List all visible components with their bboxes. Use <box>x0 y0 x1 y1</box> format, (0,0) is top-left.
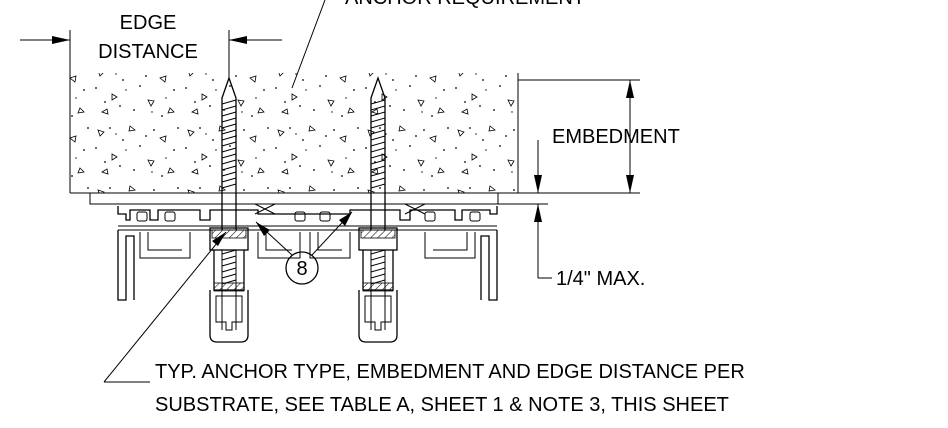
shim-plate <box>89 192 499 205</box>
anchor-right <box>358 76 398 343</box>
anchor-left <box>209 76 249 343</box>
anchor-requirement-label: ANCHOR REQUIREMENT <box>345 0 585 9</box>
note-line-2: SUBSTRATE, SEE TABLE A, SHEET 1 & NOTE 3… <box>155 394 729 416</box>
embedment-dimension: EMBEDMENT <box>518 79 680 194</box>
edge-distance-label-line1: EDGE <box>120 12 177 34</box>
concrete-substrate <box>69 73 519 194</box>
edge-distance-dimension: EDGE DISTANCE <box>20 12 282 78</box>
max-gap-dimension: 1/4" MAX. <box>498 140 645 290</box>
anchor-note: TYP. ANCHOR TYPE, EMBEDMENT AND EDGE DIS… <box>155 361 745 416</box>
callout-number: 8 <box>296 258 307 280</box>
max-gap-label: 1/4" MAX. <box>556 268 645 290</box>
embedment-label: EMBEDMENT <box>552 126 680 148</box>
edge-distance-label-line2: DISTANCE <box>98 41 198 63</box>
note-leader <box>103 231 227 383</box>
note-line-1: TYP. ANCHOR TYPE, EMBEDMENT AND EDGE DIS… <box>155 361 745 383</box>
anchor-requirement-callout: ANCHOR REQUIREMENT <box>291 0 585 89</box>
frame-extrusion <box>117 203 498 301</box>
callout-8: 8 <box>255 211 353 285</box>
